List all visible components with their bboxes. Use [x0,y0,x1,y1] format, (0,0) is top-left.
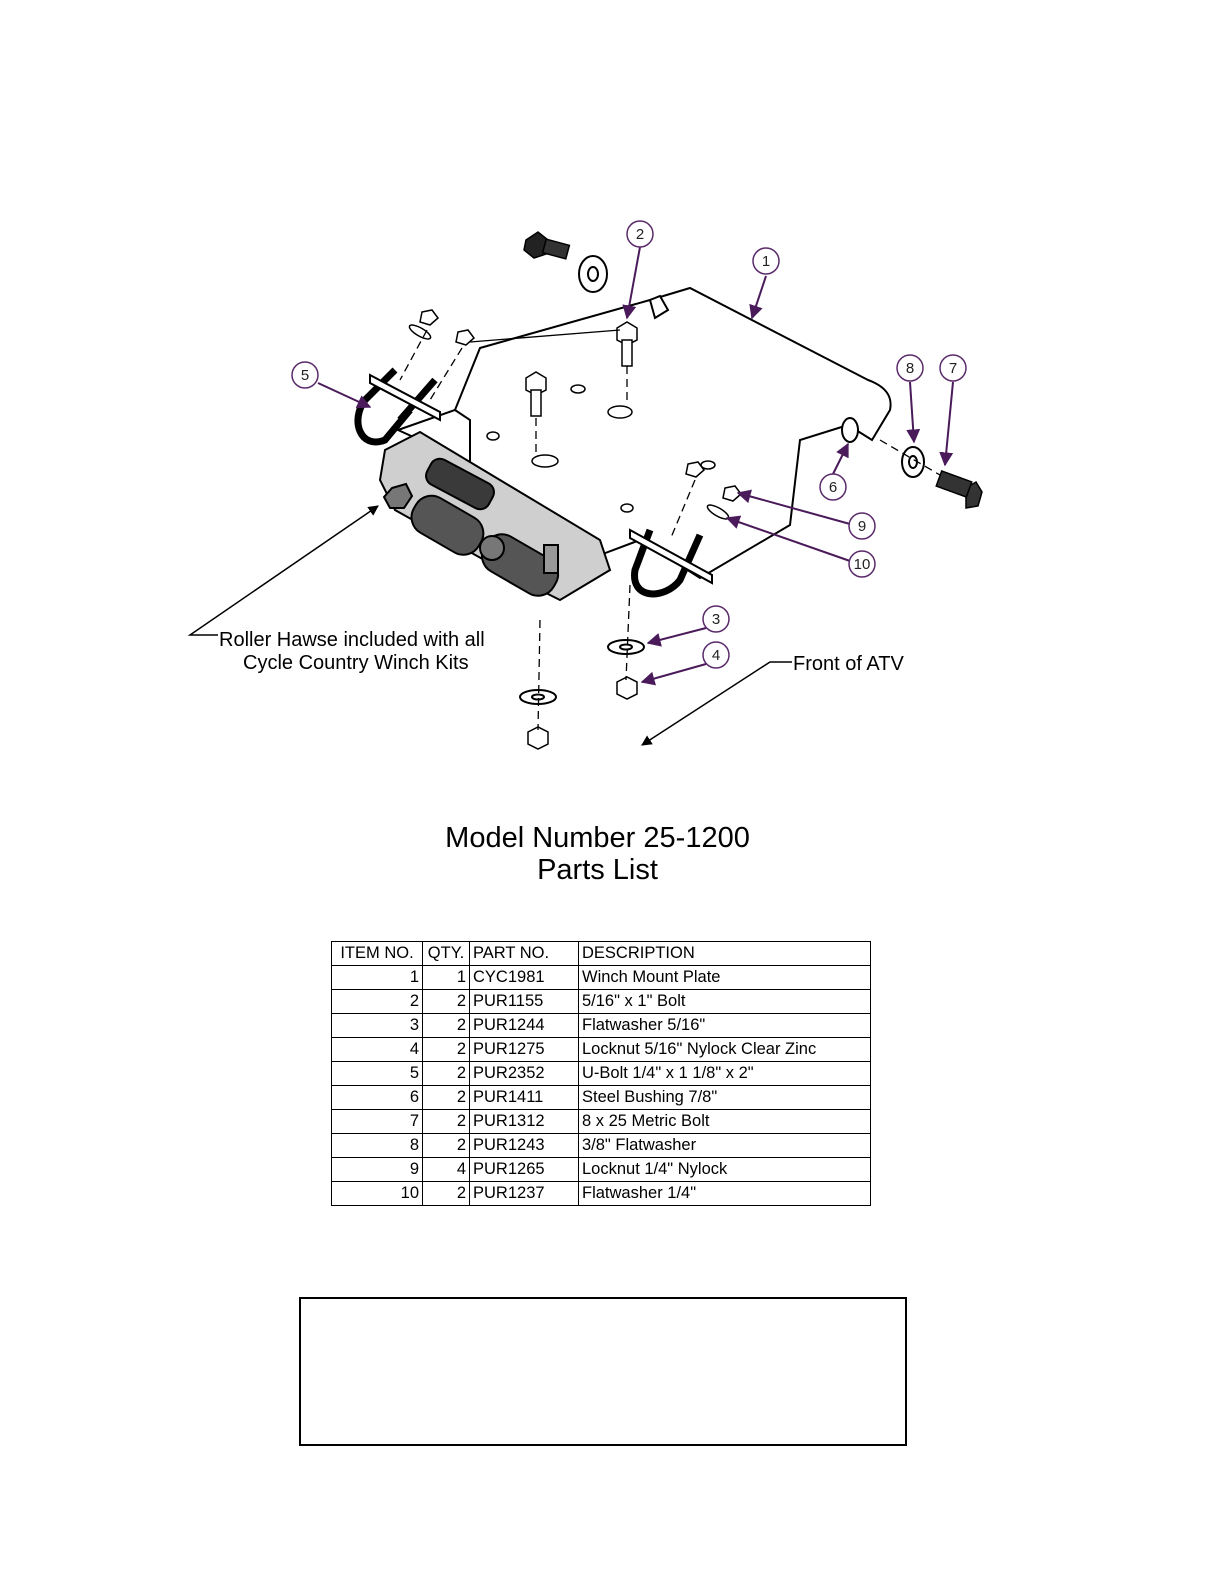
washers-large [519,255,925,705]
callout-1: 1 [752,247,780,275]
table-header-row: ITEM NO. QTY. PART NO. DESCRIPTION [331,941,871,966]
part-no: PUR1244 [469,1013,579,1038]
part-no: CYC1981 [469,965,579,990]
locknuts-5-16 [527,676,638,750]
model-number-title: Model Number 25-1200 [445,822,750,854]
part-no: PUR1265 [469,1157,579,1182]
locknuts-quarter [419,309,743,502]
table-row: 3 2 PUR1244 Flatwasher 5/16" [331,1013,871,1038]
callout-8: 8 [896,354,924,382]
item-no: 6 [331,1085,423,1110]
qty: 1 [422,965,470,990]
qty: 2 [422,1061,470,1086]
svg-text:10: 10 [854,556,871,573]
alignment-lines [399,329,941,731]
item-no: 5 [331,1061,423,1086]
empty-note-box [299,1297,907,1446]
part-no: PUR1237 [469,1181,579,1206]
qty: 2 [422,1085,470,1110]
callout-9: 9 [848,512,876,540]
part-no: PUR1411 [469,1085,579,1110]
svg-text:2: 2 [636,226,644,243]
u-bolt-right [631,528,704,598]
description: Locknut 1/4" Nylock [578,1157,871,1182]
description: Locknut 5/16" Nylock Clear Zinc [578,1037,871,1062]
item-no: 1 [331,965,423,990]
header-description: DESCRIPTION [578,941,871,966]
part-no: PUR1275 [469,1037,579,1062]
part-no: PUR1243 [469,1133,579,1158]
part-no: PUR2352 [469,1061,579,1086]
item-no: 3 [331,1013,423,1038]
table-row: 2 2 PUR1155 5/16" x 1" Bolt [331,989,871,1014]
svg-text:Front of ATV: Front of ATV [793,653,904,675]
qty: 2 [422,1133,470,1158]
bolts [523,231,983,509]
svg-text:7: 7 [949,360,957,377]
roller-hawse-note: Roller Hawse included with all Cycle Cou… [187,505,485,674]
callout-3: 3 [702,605,730,633]
parts-table: ITEM NO. QTY. PART NO. DESCRIPTION 1 1 C… [331,941,871,1206]
callout-2: 2 [626,220,654,248]
item-no: 8 [331,1133,423,1158]
qty: 4 [422,1157,470,1182]
item-no: 2 [331,989,423,1014]
description: Winch Mount Plate [578,965,871,990]
description: Flatwasher 1/4" [578,1181,871,1206]
table-row: 6 2 PUR1411 Steel Bushing 7/8" [331,1085,871,1110]
item-no: 4 [331,1037,423,1062]
exploded-assembly-diagram: 1 2 3 4 5 6 7 8 9 10 Roller Hawse includ… [187,220,983,750]
header-item-no: ITEM NO. [331,941,423,966]
callout-leaders [317,246,954,686]
callout-10: 10 [848,550,876,578]
svg-text:8: 8 [906,360,914,377]
parts-list-title: Parts List [537,854,658,886]
description: 3/8" Flatwasher [578,1133,871,1158]
table-row: 1 1 CYC1981 Winch Mount Plate [331,965,871,990]
callout-7: 7 [939,354,967,382]
svg-text:Cycle Country Winch Kits: Cycle Country Winch Kits [243,652,469,674]
qty: 2 [422,1109,470,1134]
qty: 2 [422,1037,470,1062]
qty: 2 [422,1013,470,1038]
svg-text:Roller Hawse included with all: Roller Hawse included with all [219,629,485,651]
item-no: 7 [331,1109,423,1134]
description: Flatwasher 5/16" [578,1013,871,1038]
qty: 2 [422,1181,470,1206]
item-no: 10 [331,1181,423,1206]
svg-text:5: 5 [301,367,309,384]
part-no: PUR1312 [469,1109,579,1134]
header-part-no: PART NO. [469,941,579,966]
table-row: 9 4 PUR1265 Locknut 1/4" Nylock [331,1157,871,1182]
description: 5/16" x 1" Bolt [578,989,871,1014]
flatwashers-quarter [408,324,730,520]
table-row: 7 2 PUR1312 8 x 25 Metric Bolt [331,1109,871,1134]
svg-text:6: 6 [829,479,837,496]
plate-holes [486,384,716,513]
item-no: 9 [331,1157,423,1182]
table-row: 5 2 PUR2352 U-Bolt 1/4" x 1 1/8" x 2" [331,1061,871,1086]
table-row: 4 2 PUR1275 Locknut 5/16" Nylock Clear Z… [331,1037,871,1062]
callout-5: 5 [291,361,319,389]
qty: 2 [422,989,470,1014]
svg-text:1: 1 [762,253,770,270]
table-row: 10 2 PUR1237 Flatwasher 1/4" [331,1181,871,1206]
svg-text:3: 3 [712,611,720,628]
description: Steel Bushing 7/8" [578,1085,871,1110]
callout-6: 6 [819,473,847,501]
alignment-line-solid [469,329,621,343]
callout-4: 4 [702,641,730,669]
front-of-atv-note: Front of ATV [641,653,904,746]
part-no: PUR1155 [469,989,579,1014]
u-bolt-straps [369,373,713,585]
svg-text:9: 9 [858,518,866,535]
description: U-Bolt 1/4" x 1 1/8" x 2" [578,1061,871,1086]
roller-hawse [378,430,612,602]
winch-mount-plate [395,286,892,580]
svg-text:4: 4 [712,647,720,664]
header-qty: QTY. [422,941,470,966]
description: 8 x 25 Metric Bolt [578,1109,871,1134]
table-row: 8 2 PUR1243 3/8" Flatwasher [331,1133,871,1158]
